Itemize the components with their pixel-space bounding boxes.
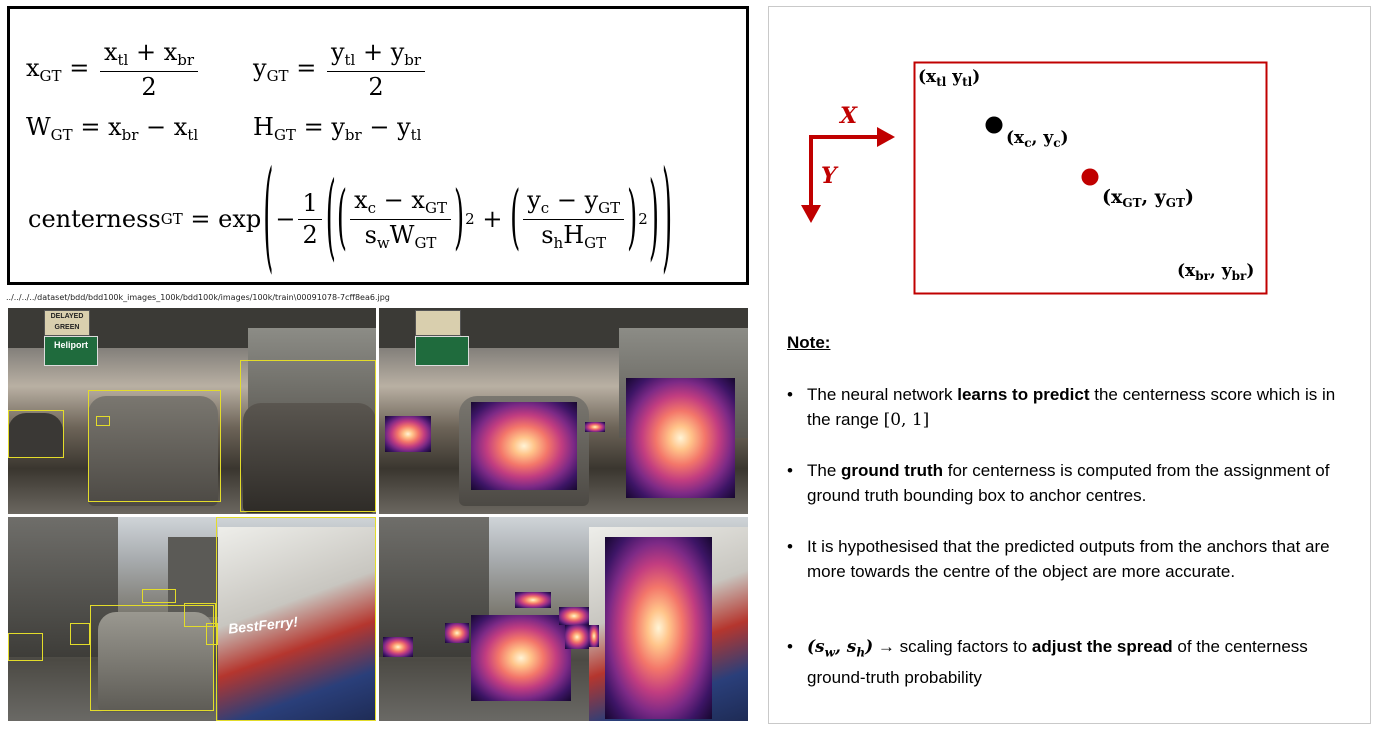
coordinate-diagram bbox=[801, 61, 1268, 295]
note-bullet-4: • (sw, sh) → scaling factors to adjust t… bbox=[787, 637, 1308, 688]
centerness-heatmap bbox=[559, 607, 589, 625]
gt-box bbox=[206, 623, 218, 645]
gt-box bbox=[184, 603, 216, 627]
y-term-fraction: yc − yGT shHGT bbox=[523, 187, 625, 251]
gt-box bbox=[88, 390, 221, 502]
y-gt-fraction: ytl + ybr 2 bbox=[326, 39, 426, 100]
gt-box bbox=[142, 589, 176, 603]
street-image-bottom-boxes: BestFerry! bbox=[8, 517, 376, 721]
y-axis-label: Y bbox=[821, 163, 837, 189]
gt-centre-label: (xGT, yGT) bbox=[1102, 186, 1194, 210]
street-image-bottom-heatmaps bbox=[379, 517, 748, 721]
note-bullet-1: • The neural network learns to predict t… bbox=[787, 385, 1336, 430]
formula-box: xGT = xtl + xbr 2 yGT = ytl + ybr 2 WGT … bbox=[7, 6, 749, 288]
centerness-heatmap bbox=[585, 422, 605, 432]
centerness-heatmap bbox=[471, 402, 577, 490]
bottom-right-corner-label: (xbr, ybr) bbox=[1177, 261, 1255, 283]
anchor-centre-point bbox=[985, 116, 1003, 134]
w-gt-formula: WGT = xbr − xtl bbox=[26, 113, 199, 144]
centerness-heatmap bbox=[445, 623, 469, 643]
gt-box bbox=[96, 416, 110, 426]
gt-box bbox=[240, 360, 376, 512]
centerness-heatmap bbox=[565, 625, 589, 649]
image-file-path: ../../../../dataset/bdd/bdd100k_images_1… bbox=[6, 293, 390, 302]
anchor-centre-label: (xc, yc) bbox=[1006, 128, 1069, 150]
bounding-box bbox=[913, 61, 1268, 295]
x-term-fraction: xc − xGT swWGT bbox=[350, 187, 451, 251]
centerness-heatmap bbox=[589, 625, 599, 647]
street-image-top-heatmaps bbox=[379, 308, 748, 514]
top-left-corner-label: (xtl ytl) bbox=[918, 67, 981, 89]
heliport-sign: Heliport bbox=[44, 336, 98, 366]
x-axis-arrowhead bbox=[877, 127, 895, 147]
x-gt-fraction: xtl + xbr 2 bbox=[99, 39, 199, 100]
explanation-panel: X Y (xtl ytl) (xc, yc) (xGT, yGT) (xbr, … bbox=[768, 6, 1371, 724]
gt-box bbox=[8, 633, 43, 661]
x-gt-formula: xGT = xtl + xbr 2 bbox=[26, 39, 201, 100]
gt-centre-point bbox=[1081, 168, 1099, 186]
centerness-heatmap bbox=[605, 537, 712, 719]
note-title: Note: bbox=[787, 333, 831, 352]
y-axis-arrowhead bbox=[801, 205, 821, 223]
gt-box bbox=[216, 517, 376, 721]
centerness-heatmap bbox=[471, 615, 571, 701]
centerness-heatmap bbox=[383, 637, 413, 657]
h-gt-formula: HGT = ybr − ytl bbox=[253, 113, 422, 144]
centerness-heatmap bbox=[385, 416, 431, 452]
y-gt-formula: yGT = ytl + ybr 2 bbox=[253, 39, 428, 100]
gt-box bbox=[70, 623, 90, 645]
centerness-heatmap bbox=[515, 592, 551, 608]
gt-box bbox=[8, 410, 64, 458]
bus: BestFerry! bbox=[218, 527, 376, 721]
centerness-heatmap bbox=[626, 378, 735, 498]
x-axis-label: X bbox=[840, 103, 858, 129]
gt-box bbox=[90, 605, 214, 711]
note-bullet-3: • It is hypothesised that the predicted … bbox=[787, 537, 1330, 581]
note-bullet-2: • The ground truth for centerness is com… bbox=[787, 461, 1330, 505]
